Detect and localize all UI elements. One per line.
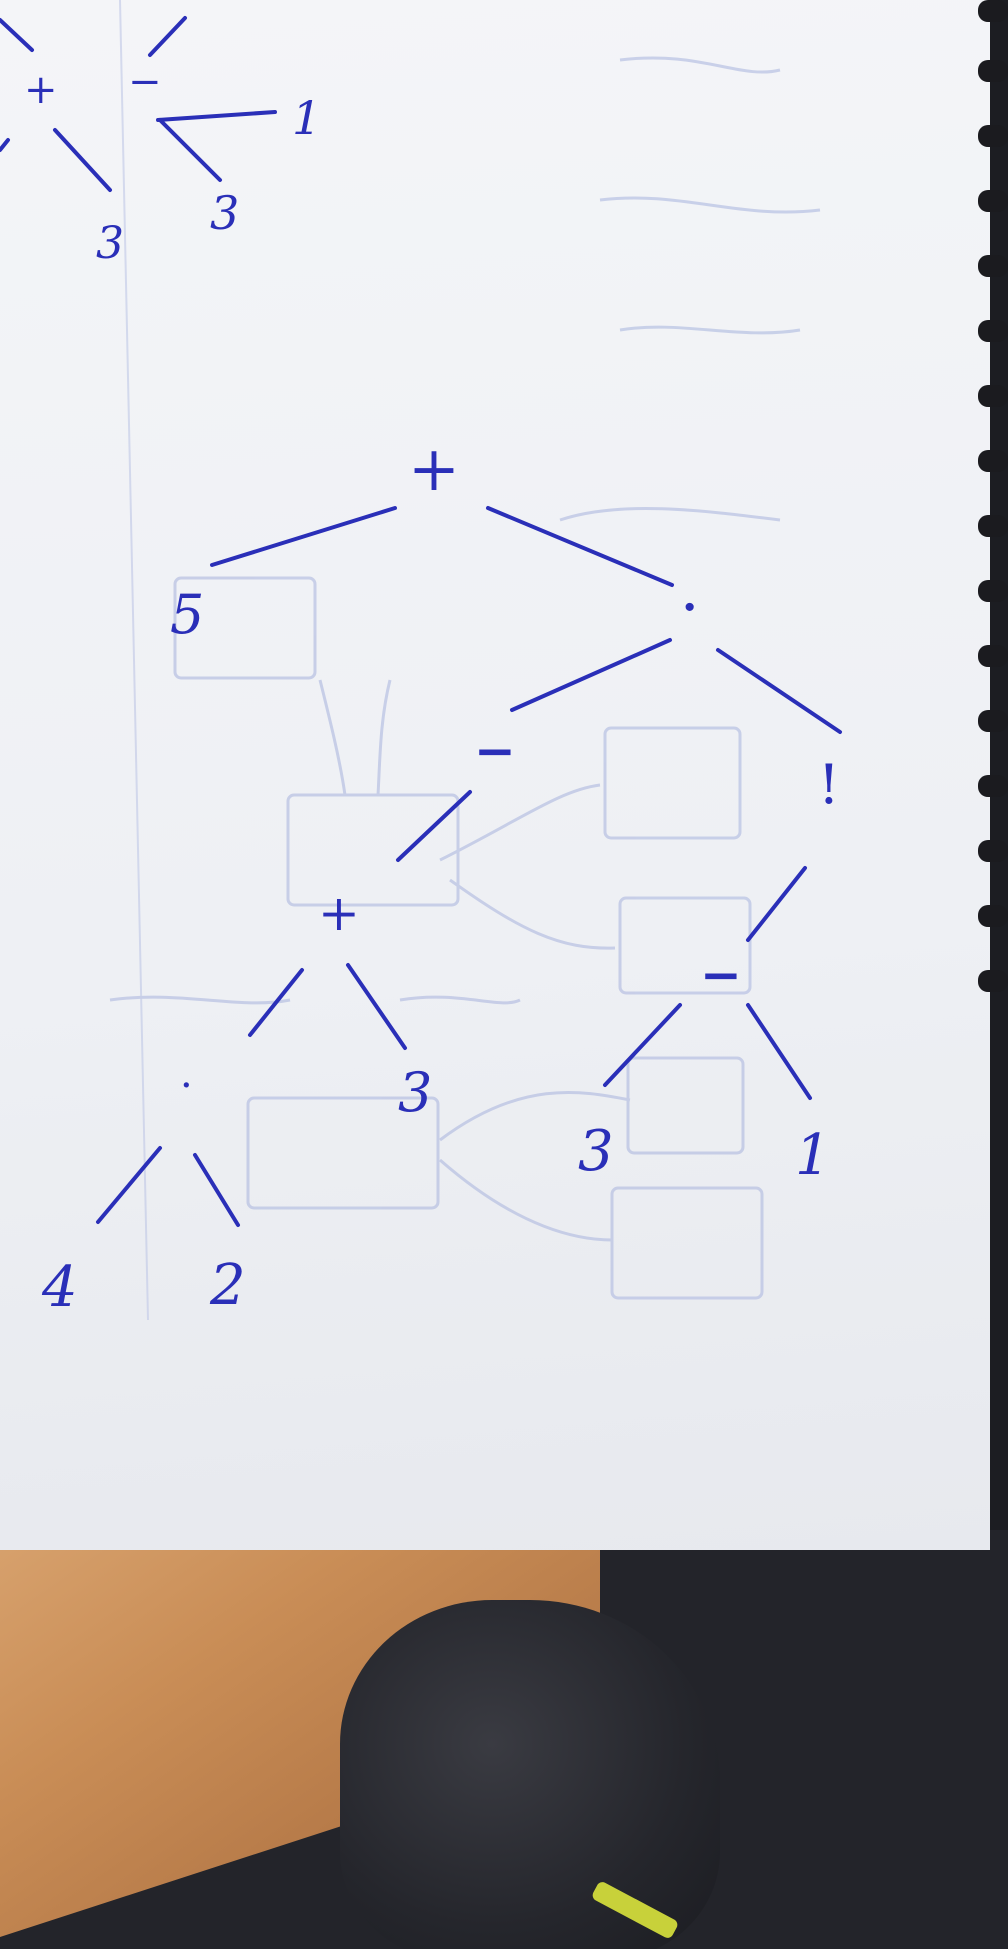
tree-edges: [0, 16, 842, 1227]
corner-edge: [158, 118, 222, 182]
spiral-binding: [978, 0, 1008, 992]
edge-minus2-3: [603, 1003, 682, 1087]
corner-leaf-1: 1: [292, 91, 322, 145]
corner-minus: −: [128, 59, 162, 105]
node-leaf-2: 2: [210, 1253, 246, 1318]
node-factorial: !: [818, 753, 840, 816]
edge-mult-factorial: [716, 648, 842, 734]
corner-plus: +: [24, 67, 58, 113]
node-leaf-4: 4: [42, 1255, 78, 1320]
corner-edge: [53, 128, 112, 192]
corner-edge: [148, 16, 187, 57]
corner-edge: [156, 110, 277, 122]
node-plus2: +: [318, 884, 360, 942]
node-mult2: ·: [180, 1063, 193, 1109]
node-mult: ·: [682, 582, 698, 633]
edge-factorial-minus2: [746, 866, 807, 942]
corner-edge: [0, 18, 34, 52]
node-root-plus: +: [408, 432, 460, 505]
node-leaf-5: 5: [170, 583, 205, 646]
edge-plus-3: [346, 963, 407, 1050]
node-leaf-1: 1: [795, 1123, 831, 1188]
edge-root-5: [210, 506, 397, 567]
edge-minus-plus: [396, 790, 472, 862]
corner-leaf-3b: 3: [96, 218, 124, 269]
bleed-through-sketch: [109, 0, 821, 1321]
corner-leaf-3a: 3: [210, 186, 240, 240]
dark-fabric: [340, 1600, 720, 1949]
node-leaf-3b: 3: [578, 1119, 614, 1184]
edge-mult2-4: [96, 1146, 162, 1224]
node-minus: −: [474, 721, 516, 780]
node-minus2: −: [700, 945, 742, 1004]
notebook-page: [0, 0, 990, 1550]
edge-minus2-1: [746, 1003, 812, 1100]
node-leaf-3a: 3: [398, 1061, 433, 1124]
edge-mult-minus: [510, 638, 672, 712]
edge-plus-mult2: [248, 968, 304, 1037]
edge-root-mult: [486, 506, 674, 587]
corner-edge: [0, 138, 10, 152]
edge-mult2-2: [193, 1153, 240, 1227]
